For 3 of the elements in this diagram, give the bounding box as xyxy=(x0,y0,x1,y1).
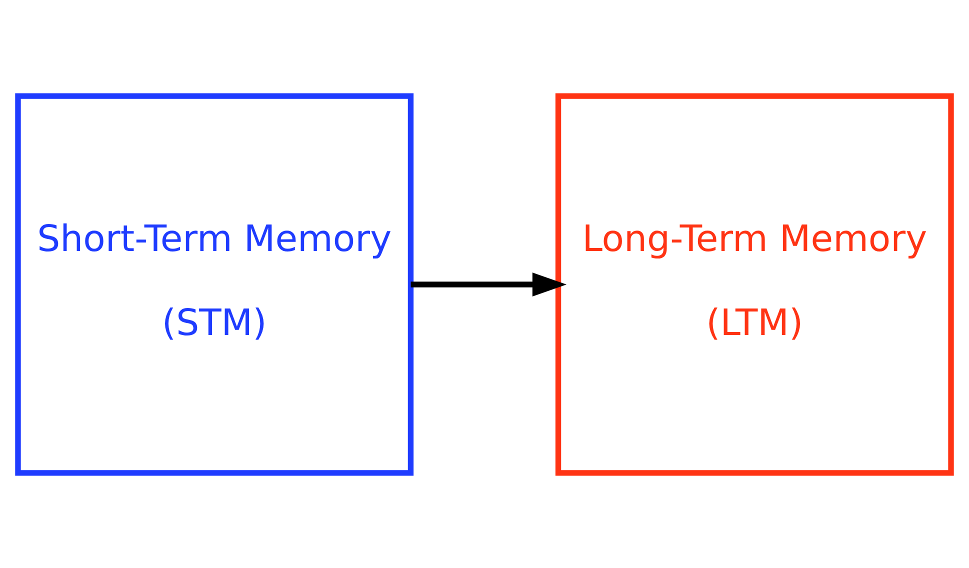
node-box: Long-Term Memory (LTM) xyxy=(555,92,954,476)
node-box: Short-Term Memory (STM) xyxy=(15,92,414,476)
arrow xyxy=(410,272,567,296)
